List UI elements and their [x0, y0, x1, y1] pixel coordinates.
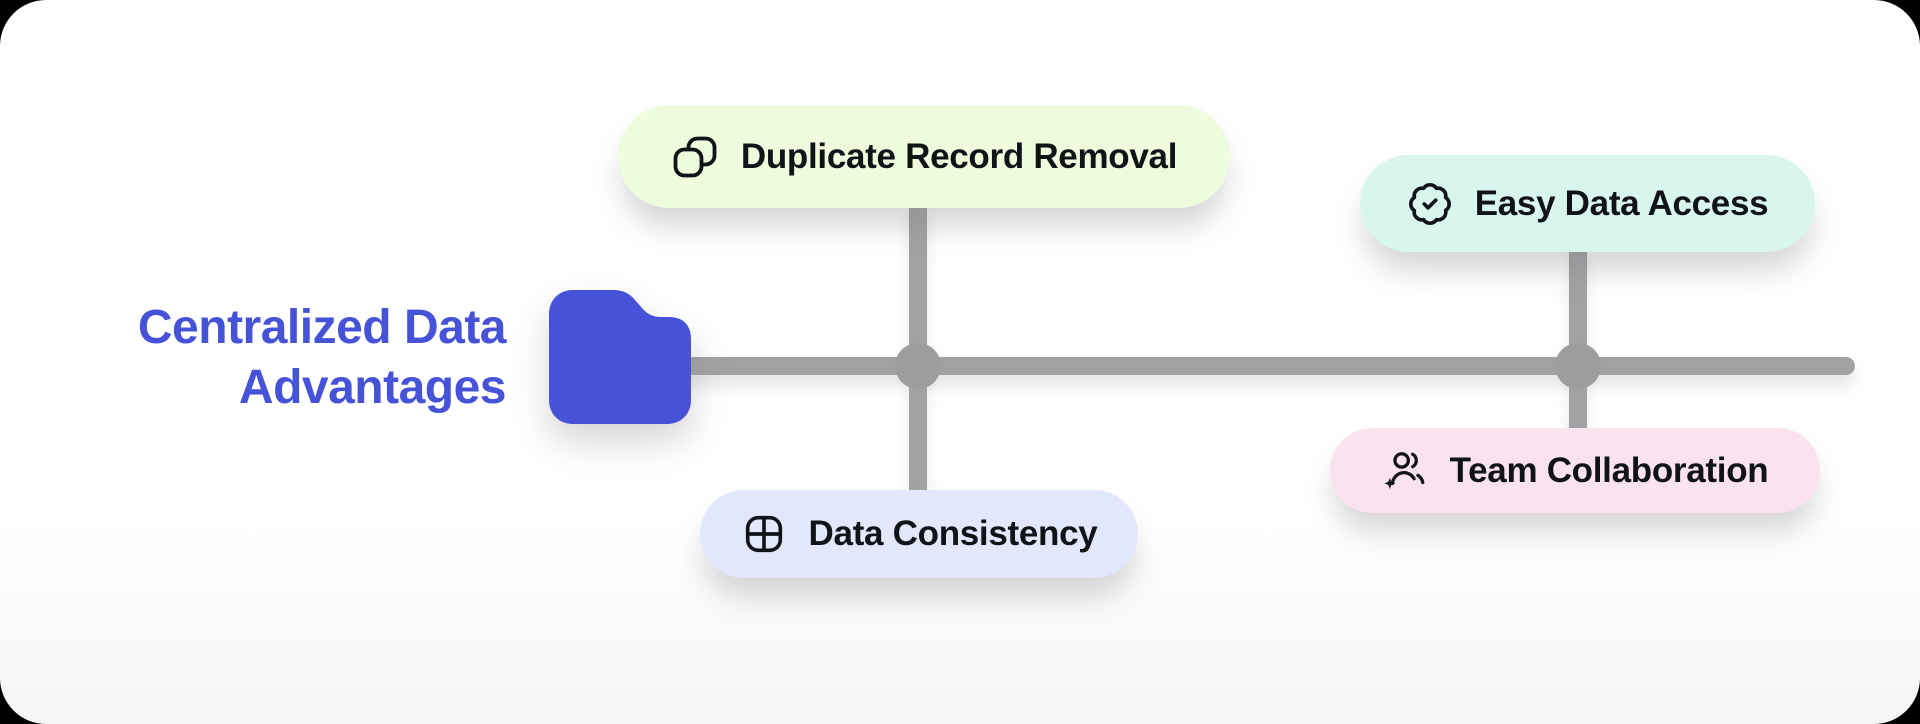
- pill-data-consistency: Data Consistency: [700, 490, 1138, 578]
- pill-duplicate-record-removal: Duplicate Record Removal: [618, 105, 1230, 208]
- left-junction-node: [895, 343, 941, 389]
- grid-icon: [745, 515, 782, 553]
- badge-check-icon: [1408, 182, 1451, 225]
- pill-label: Duplicate Record Removal: [740, 136, 1178, 176]
- right-junction-node: [1555, 343, 1601, 389]
- main-horizontal-connector: [660, 357, 1855, 375]
- page-title-line2: Advantages: [238, 361, 507, 414]
- pill-label: Easy Data Access: [1474, 183, 1769, 223]
- pill-team-collaboration: Team Collaboration: [1330, 428, 1820, 513]
- page-title: Centralized Data Advantages: [60, 298, 507, 418]
- copy-icon: [673, 136, 717, 177]
- pill-easy-data-access: Easy Data Access: [1360, 155, 1815, 252]
- page-title-line1: Centralized Data: [137, 301, 507, 354]
- right-branch-connector: [1569, 248, 1587, 430]
- folder-icon: [543, 276, 697, 430]
- pill-label: Team Collaboration: [1449, 450, 1769, 490]
- users-sparkle-icon: [1383, 451, 1424, 489]
- pill-label: Data Consistency: [808, 514, 1098, 553]
